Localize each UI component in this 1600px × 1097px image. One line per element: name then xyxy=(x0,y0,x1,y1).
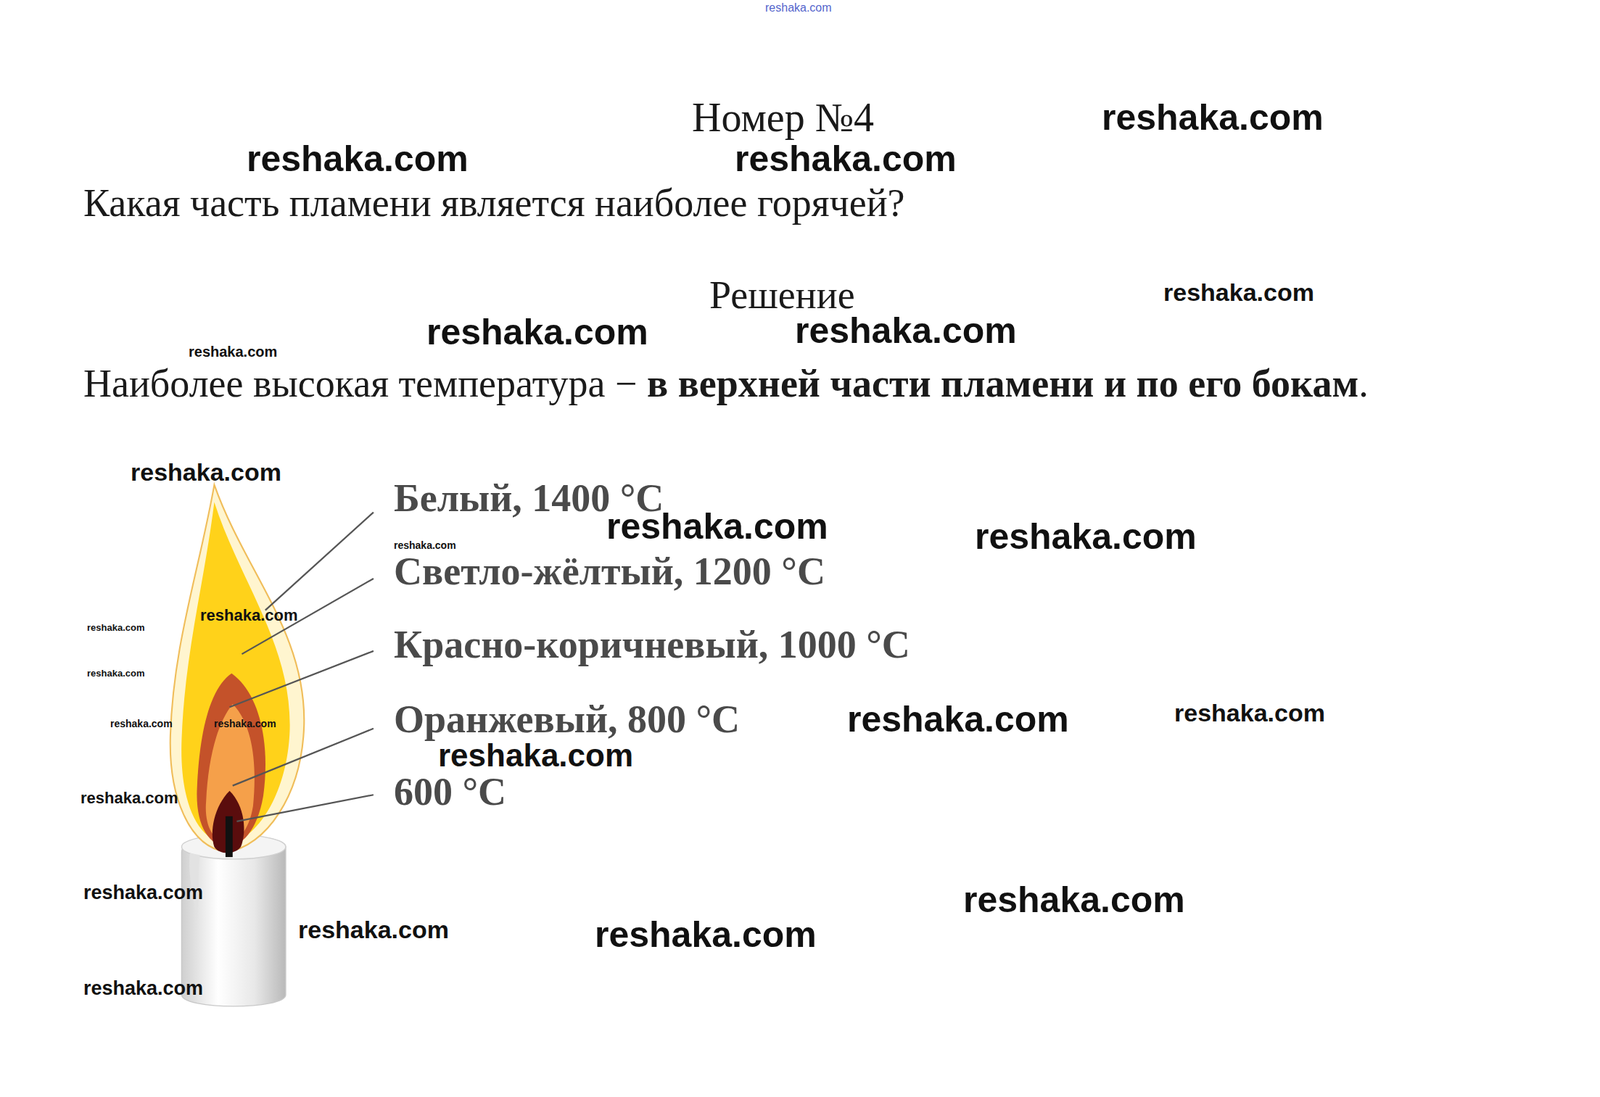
temperature-label: 600 °C xyxy=(393,769,507,815)
leader-lines xyxy=(229,512,374,822)
watermark: reshaka.com xyxy=(130,458,282,487)
question-text: Какая часть пламени является наиболее го… xyxy=(83,180,906,226)
watermark: reshaka.com xyxy=(87,668,146,680)
watermark: reshaka.com xyxy=(1163,278,1315,307)
watermark: reshaka.com xyxy=(606,506,829,549)
watermark: reshaka.com xyxy=(83,977,204,1001)
watermark: reshaka.com xyxy=(188,343,278,361)
flame xyxy=(170,485,305,859)
watermark: reshaka.com xyxy=(734,138,957,181)
watermark: reshaka.com xyxy=(110,718,173,730)
watermark: reshaka.com xyxy=(80,789,179,808)
answer-bold: в верхней части пламени и по его бокам xyxy=(646,361,1359,406)
watermark: reshaka.com xyxy=(1101,97,1324,140)
watermark: reshaka.com xyxy=(594,914,817,957)
answer-period: . xyxy=(1358,361,1369,406)
answer-paragraph: Наиболее высокая температура − в верхней… xyxy=(83,360,1418,408)
watermark: reshaka.com xyxy=(438,737,634,775)
temperature-label: Оранжевый, 800 °C xyxy=(393,697,740,742)
temperature-label: Светло-жёлтый, 1200 °C xyxy=(393,549,826,595)
answer-text: Наиболее высокая температура − xyxy=(83,361,647,406)
watermark: reshaka.com xyxy=(794,310,1017,353)
watermark: reshaka.com xyxy=(426,311,649,354)
watermark: reshaka.com xyxy=(87,623,146,634)
temperature-label: Красно-коричневый, 1000 °C xyxy=(393,622,911,668)
watermark: reshaka.com xyxy=(1174,699,1326,728)
watermark: reshaka.com xyxy=(298,916,449,945)
watermark: reshaka.com xyxy=(200,606,299,625)
watermark: reshaka.com xyxy=(213,718,277,730)
watermark: reshaka.com xyxy=(765,1,832,15)
watermark: reshaka.com xyxy=(963,879,1186,922)
page-title: Номер №4 xyxy=(691,94,874,141)
watermark: reshaka.com xyxy=(974,516,1197,559)
watermark: reshaka.com xyxy=(83,881,204,905)
watermark: reshaka.com xyxy=(393,539,457,552)
watermark: reshaka.com xyxy=(847,699,1070,742)
watermark: reshaka.com xyxy=(246,138,469,181)
